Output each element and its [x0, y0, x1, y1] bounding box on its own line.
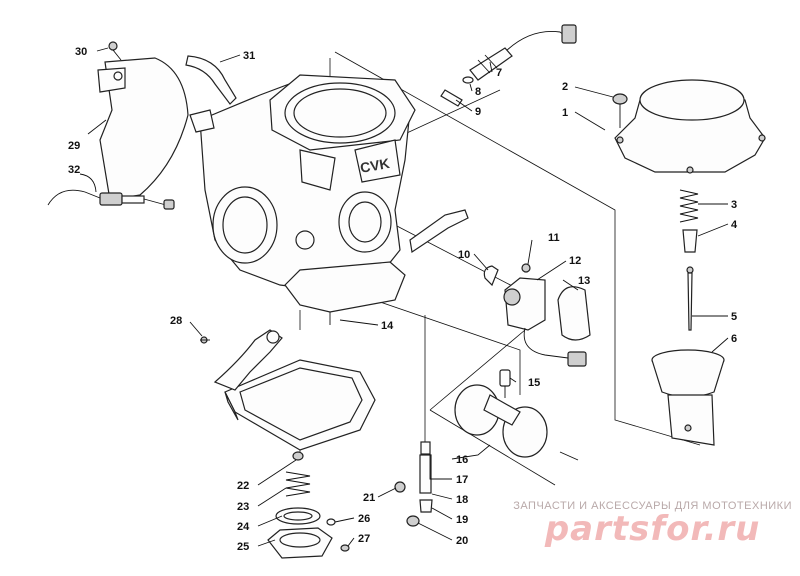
- carburetor-body: CVK: [189, 74, 469, 291]
- part-23-spring: [285, 471, 311, 497]
- callout-7: 7: [496, 67, 502, 79]
- callout-27: 27: [358, 533, 370, 545]
- callout-31: 31: [243, 50, 255, 62]
- part-31-hose: [185, 55, 237, 105]
- part-7-sensor: [469, 24, 577, 81]
- part-21-plug: [394, 481, 406, 493]
- callout-12: 12: [569, 255, 581, 267]
- part-25-cover: [267, 527, 333, 559]
- callout-23: 23: [237, 501, 249, 513]
- callout-22: 22: [237, 480, 249, 492]
- part-13-cap: [557, 286, 591, 341]
- part-9-jet: [440, 89, 463, 107]
- part-15-needle-valve: [499, 369, 511, 398]
- part-12-heater: [503, 277, 587, 367]
- callout-13: 13: [578, 275, 590, 287]
- callout-6: 6: [731, 333, 737, 345]
- part-27-screw: [340, 544, 350, 552]
- callout-1: 1: [562, 107, 568, 119]
- part-14-float-chamber: [284, 261, 406, 325]
- watermark-tagline: ЗАПЧАСТИ И АКСЕССУАРЫ ДЛЯ МОТОТЕХНИКИ: [513, 500, 792, 512]
- callout-8: 8: [475, 86, 481, 98]
- part-20-jet: [406, 515, 420, 527]
- part-26-oring: [326, 518, 336, 526]
- callout-9: 9: [475, 106, 481, 118]
- part-4-holder: [682, 229, 698, 253]
- callout-19: 19: [456, 514, 468, 526]
- callout-15: 15: [528, 377, 540, 389]
- watermark: ЗАПЧАСТИ И АКСЕССУАРЫ ДЛЯ МОТОТЕХНИКИ pa…: [513, 500, 792, 546]
- part-3-spring: [679, 189, 699, 223]
- callout-14: 14: [381, 320, 394, 332]
- callout-30: 30: [75, 46, 87, 58]
- callout-28: 28: [170, 315, 182, 327]
- callout-labels: 1 2 3 4 5 6 7 8 9 10 11 12 13 14 15 16 1…: [68, 46, 738, 553]
- callout-11: 11: [548, 232, 560, 244]
- callout-17: 17: [456, 474, 468, 486]
- part-19-jet: [419, 499, 433, 513]
- callout-10: 10: [458, 249, 470, 261]
- part-22-screw: [292, 451, 304, 461]
- callout-32: 32: [68, 164, 80, 176]
- part-28-linkage: [200, 329, 283, 391]
- part-1-top-cover: [614, 79, 766, 174]
- callout-25: 25: [237, 541, 249, 553]
- part-5-needle: [686, 266, 694, 331]
- callout-29: 29: [68, 140, 80, 152]
- part-32-cable: [47, 189, 175, 210]
- part-24-seal: [275, 507, 321, 525]
- casting-mark: CVK: [359, 155, 391, 176]
- callout-5: 5: [731, 311, 737, 323]
- part-29-bracket-cover: [97, 57, 189, 201]
- leader-lines: [79, 47, 729, 547]
- watermark-logo: partsfor.ru: [544, 509, 761, 549]
- callout-21: 21: [363, 492, 375, 504]
- callout-4: 4: [731, 219, 738, 231]
- part-8-washer: [462, 76, 474, 84]
- part-16-float: [454, 384, 579, 461]
- callout-18: 18: [456, 494, 468, 506]
- part-2-screw: [612, 93, 628, 128]
- callout-16: 16: [456, 454, 468, 466]
- float-bowl: [224, 359, 376, 451]
- part-17-18-jet-tube: [419, 441, 432, 494]
- part-11-screw: [521, 263, 531, 273]
- callout-26: 26: [358, 513, 370, 525]
- callout-2: 2: [562, 81, 568, 93]
- callout-20: 20: [456, 535, 468, 547]
- callout-3: 3: [731, 199, 737, 211]
- part-6-piston: [651, 349, 725, 446]
- part-10-clip: [483, 265, 499, 287]
- part-30-screw: [108, 41, 122, 61]
- callout-24: 24: [237, 521, 250, 533]
